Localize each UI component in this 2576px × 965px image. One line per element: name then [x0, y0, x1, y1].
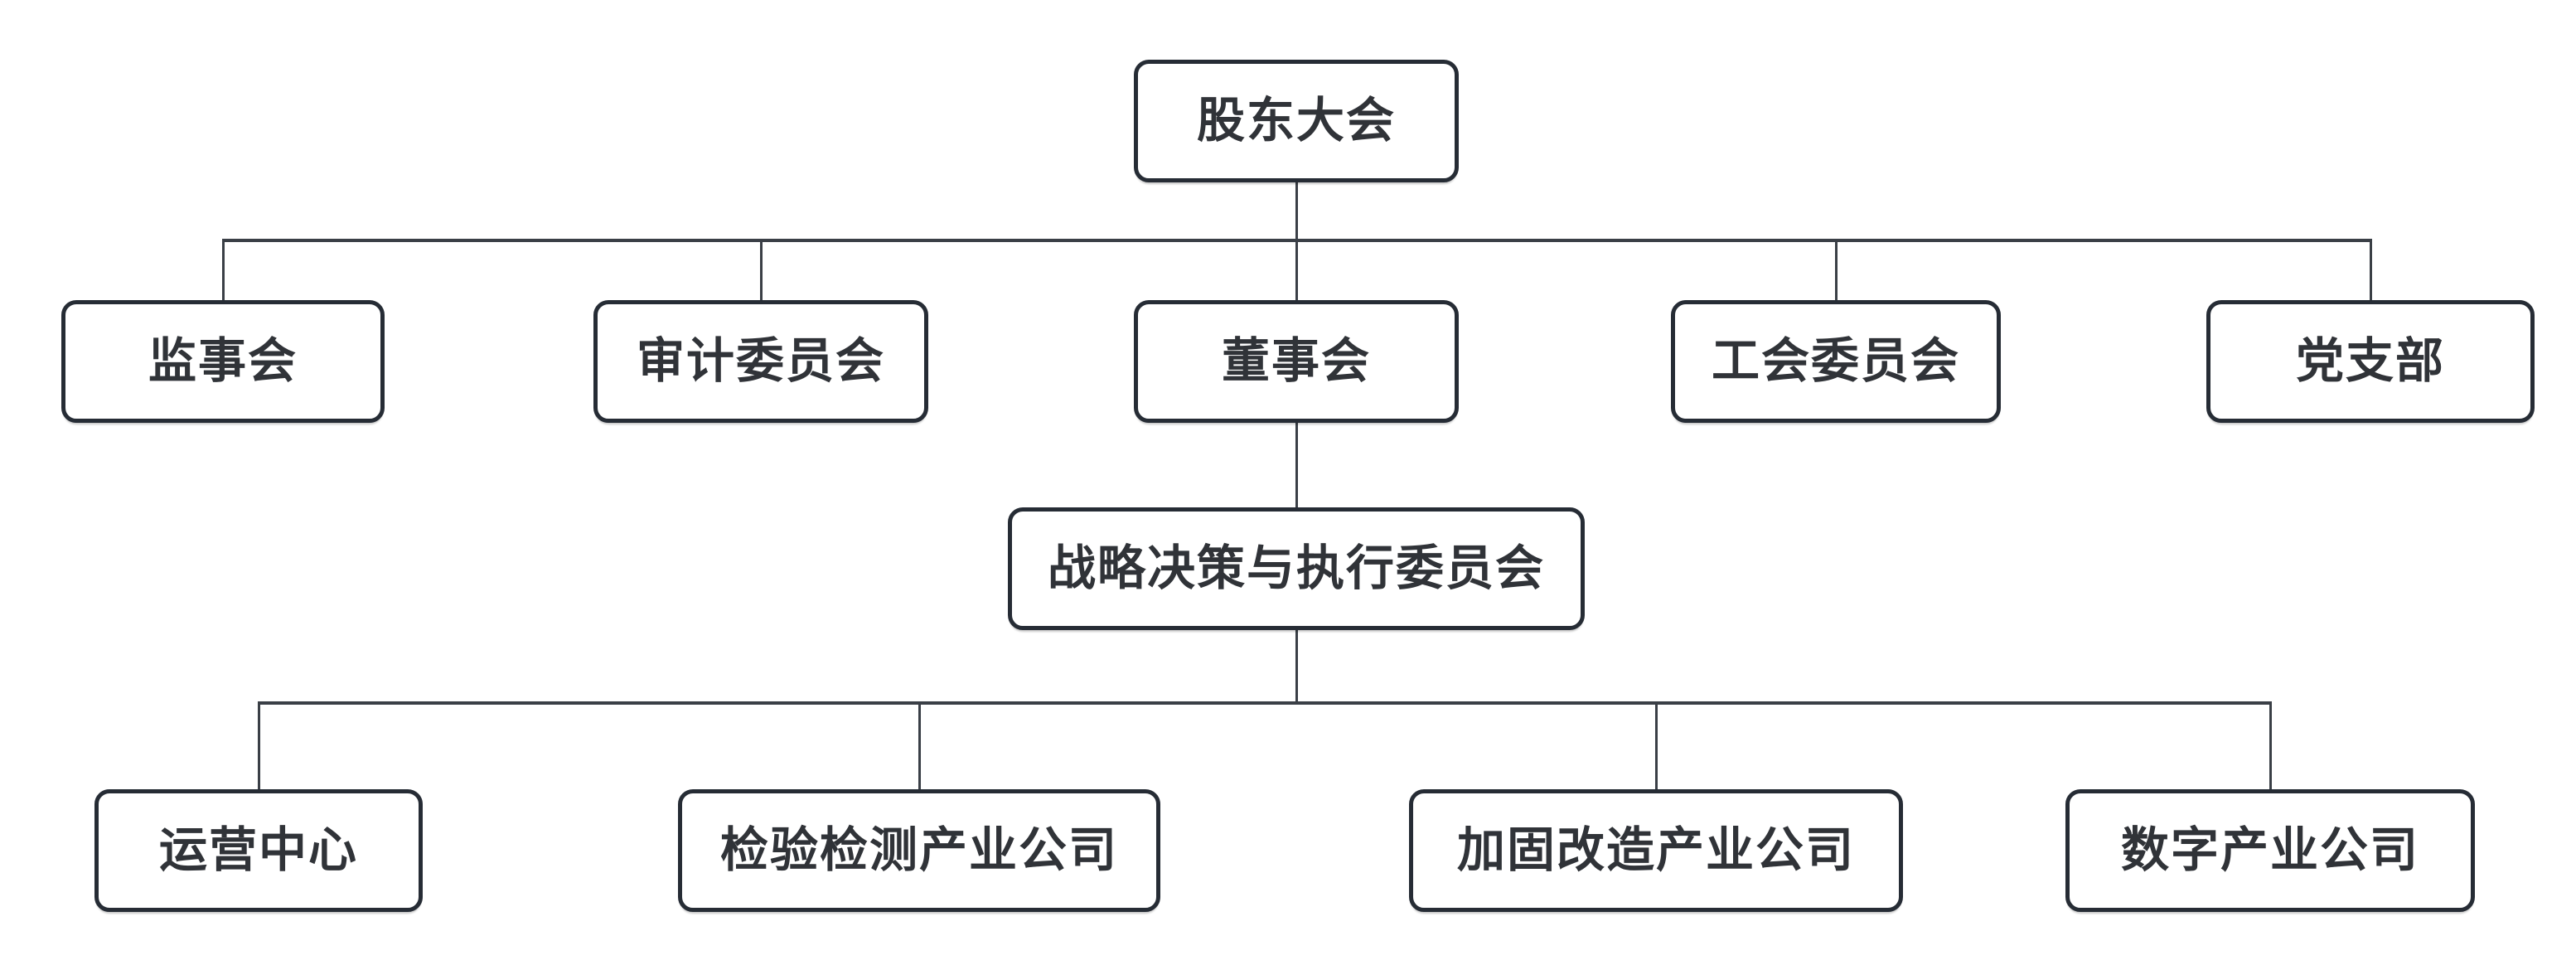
- connector-drop-digital-company: [2269, 701, 2272, 789]
- connector-board-to-strategy: [1295, 423, 1298, 507]
- node-operations-center-label: 运营中心: [158, 823, 358, 877]
- connector-drop-union-committee: [1834, 239, 1838, 300]
- node-operations-center: 运营中心: [94, 789, 423, 912]
- connector-drop-inspection-company: [918, 701, 921, 789]
- node-audit-committee: 审计委员会: [593, 300, 928, 423]
- connector-drop-reinforcement-company: [1654, 701, 1658, 789]
- node-party-branch-label: 党支部: [2295, 334, 2445, 388]
- connector-drop-party-branch: [2369, 239, 2372, 300]
- node-reinforcement-company: 加固改造产业公司: [1409, 789, 1903, 912]
- node-board-of-directors-label: 董事会: [1221, 334, 1371, 388]
- node-shareholders-meeting: 股东大会: [1134, 60, 1459, 182]
- node-shareholders-meeting-label: 股东大会: [1196, 94, 1396, 148]
- node-audit-committee-label: 审计委员会: [636, 334, 885, 388]
- node-union-committee-label: 工会委员会: [1711, 334, 1960, 388]
- connector-drop-supervisory-board: [221, 239, 225, 300]
- node-reinforcement-company-label: 加固改造产业公司: [1456, 823, 1855, 877]
- node-party-branch: 党支部: [2206, 300, 2535, 423]
- node-digital-company-label: 数字产业公司: [2120, 823, 2419, 877]
- node-union-committee: 工会委员会: [1671, 300, 2001, 423]
- node-supervisory-board-label: 监事会: [148, 334, 298, 388]
- connector-level4-bus: [259, 701, 2271, 705]
- connector-root-down: [1295, 182, 1298, 240]
- connector-drop-audit-committee: [759, 239, 763, 300]
- connector-strategy-down: [1295, 630, 1298, 701]
- node-strategy-committee-label: 战略决策与执行委员会: [1047, 541, 1545, 595]
- node-strategy-committee: 战略决策与执行委员会: [1008, 507, 1585, 630]
- node-digital-company: 数字产业公司: [2065, 789, 2475, 912]
- node-supervisory-board: 监事会: [61, 300, 385, 423]
- connector-drop-operations-center: [257, 701, 260, 789]
- node-board-of-directors: 董事会: [1134, 300, 1459, 423]
- connector-drop-board-of-directors: [1295, 239, 1298, 300]
- node-inspection-company: 检验检测产业公司: [678, 789, 1160, 912]
- node-inspection-company-label: 检验检测产业公司: [719, 823, 1118, 877]
